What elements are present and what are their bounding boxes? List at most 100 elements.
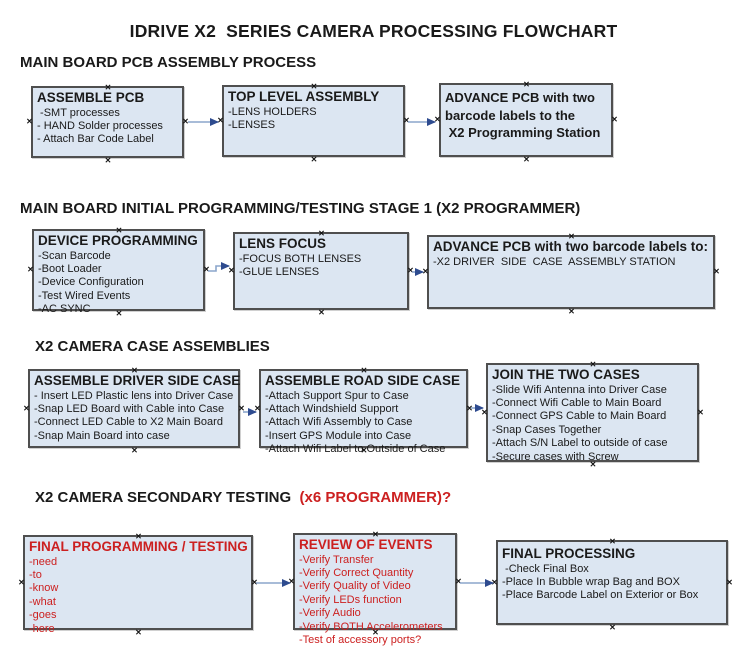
- section-heading-pcb-assembly: MAIN BOARD PCB ASSEMBLY PROCESS: [20, 54, 317, 71]
- connection-point-icon: [22, 402, 31, 411]
- box-title: ASSEMBLE DRIVER SIDE CASE: [34, 373, 241, 388]
- box-item: -Attach Wifi Label to Outside of Case: [265, 443, 446, 456]
- box-item: -know: [29, 582, 59, 595]
- box-item: -here: [29, 622, 55, 635]
- flow-box-assemble-road-side-case: ASSEMBLE ROAD SIDE CASE -Attach Support …: [259, 369, 468, 455]
- box-item: -Scan Barcode: [38, 249, 111, 262]
- connection-point-icon: [589, 358, 598, 367]
- box-item: -LENSES: [228, 118, 276, 131]
- flow-box-advance-pcb-driver-side-station: ADVANCE PCB with two barcode labels to: …: [427, 235, 715, 309]
- box-item: -Slide Wifi Antenna into Driver Case: [492, 383, 667, 396]
- connection-point-icon: [608, 621, 617, 630]
- connection-point-icon: [522, 153, 531, 162]
- box-item: -FOCUS BOTH LENSES: [239, 252, 362, 265]
- connection-point-icon: [433, 113, 442, 122]
- connection-point-icon: [134, 530, 143, 539]
- box-title: ADVANCE PCB with two barcode labels to:: [433, 239, 709, 254]
- box-line: ADVANCE PCB with two: [445, 90, 595, 105]
- connection-point-icon: [216, 114, 225, 123]
- connection-point-icon: [253, 402, 262, 411]
- box-item: -Snap Cases Together: [492, 423, 602, 436]
- box-items: -Scan Barcode -Boot Loader -Device Confi…: [38, 250, 200, 317]
- box-item: - Attach Bar Code Label: [37, 133, 154, 146]
- box-item: -Verify Transfer: [299, 553, 374, 566]
- box-item: -Insert GPS Module into Case: [265, 429, 412, 442]
- box-item: -Attach S/N Label to outside of case: [492, 437, 668, 450]
- connection-point-icon: [522, 78, 531, 87]
- box-item: -Verify BOTH Accelerometers: [299, 620, 443, 633]
- connection-point-icon: [130, 444, 139, 453]
- box-item: -Connect Wifi Cable to Main Board: [492, 396, 662, 409]
- flow-box-assemble-pcb: ASSEMBLE PCB -SMT processes - HAND Solde…: [31, 86, 184, 158]
- connection-point-icon: [421, 265, 430, 274]
- box-item: -Attach Support Spur to Case: [265, 389, 409, 402]
- connection-point-icon: [567, 230, 576, 239]
- box-item: -GLUE LENSES: [239, 265, 320, 278]
- connection-point-icon: [17, 576, 26, 585]
- box-title: DEVICE PROGRAMMING: [38, 233, 198, 248]
- connection-point-icon: [26, 263, 35, 272]
- connection-point-icon: [725, 576, 734, 585]
- box-items: -need -to -know -what -goes -here: [29, 556, 248, 636]
- page-title: IDRIVE X2 SERIES CAMERA PROCESSING FLOWC…: [129, 21, 618, 41]
- flow-box-join-the-two-cases: JOIN THE TWO CASES -Slide Wifi Antenna i…: [486, 363, 699, 464]
- connection-point-icon: [371, 528, 380, 537]
- box-items: -Slide Wifi Antenna into Driver Case -Co…: [492, 384, 694, 464]
- section-heading-secondary-testing-red: (x6 PROGRAMMER)?: [299, 489, 452, 506]
- box-item: -Verify Correct Quantity: [299, 566, 414, 579]
- box-item: -Connect GPS Cable to Main Board: [492, 410, 667, 423]
- connection-point-icon: [360, 364, 369, 373]
- box-items: -SMT processes - HAND Solder processes -…: [37, 107, 179, 147]
- box-title: ASSEMBLE ROAD SIDE CASE: [265, 373, 461, 388]
- box-item: -goes: [29, 609, 57, 622]
- flow-box-top-level-assembly: TOP LEVEL ASSEMBLY -LENS HOLDERS -LENSES: [222, 85, 405, 157]
- box-item: -Device Configuration: [38, 276, 144, 289]
- connection-point-icon: [402, 114, 411, 123]
- connection-point-icon: [567, 305, 576, 314]
- connection-point-icon: [202, 263, 211, 272]
- connection-point-icon: [250, 576, 259, 585]
- box-item: -Snap Main Board into case: [34, 429, 170, 442]
- connection-point-icon: [310, 80, 319, 89]
- box-line: barcode labels to the: [445, 107, 576, 123]
- flow-box-final-processing: FINAL PROCESSING -Check Final Box -Place…: [496, 540, 728, 625]
- connection-point-icon: [115, 224, 124, 233]
- box-title: LENS FOCUS: [239, 236, 327, 251]
- connection-point-icon: [104, 154, 113, 163]
- connection-point-icon: [406, 264, 415, 273]
- connection-point-icon: [25, 115, 34, 124]
- box-item: -Verify Audio: [299, 607, 361, 620]
- box-item: - Insert LED Plastic lens into Driver Ca…: [34, 389, 234, 402]
- box-item: -Test Wired Events: [38, 289, 131, 302]
- box-title: FINAL PROGRAMMING / TESTING: [29, 539, 248, 554]
- box-item: -what: [29, 595, 56, 608]
- box-item: -Place Barcode Label on Exterior or Box: [502, 589, 699, 602]
- box-item: -LENS HOLDERS: [228, 105, 317, 118]
- connection-point-icon: [480, 406, 489, 415]
- box-item: -Boot Loader: [38, 262, 102, 275]
- connection-point-icon: [465, 402, 474, 411]
- connection-point-icon: [610, 113, 619, 122]
- box-item: -AC SYNC: [38, 303, 91, 316]
- box-title: ASSEMBLE PCB: [37, 90, 145, 105]
- connection-point-icon: [287, 575, 296, 584]
- box-title: FINAL PROCESSING: [502, 546, 636, 561]
- flow-box-final-programming-testing: FINAL PROGRAMMING / TESTING -need -to -k…: [23, 535, 253, 635]
- box-item: -Test of accessory ports?: [299, 633, 422, 646]
- box-item: -to: [29, 568, 42, 581]
- box-item: -Verify LEDs function: [299, 593, 402, 606]
- box-item: -Place In Bubble wrap Bag and BOX: [502, 575, 680, 588]
- box-items: -X2 DRIVER SIDE CASE ASSEMBLY STATION: [433, 256, 710, 269]
- box-item: -Snap LED Board with Cable into Case: [34, 402, 225, 415]
- flow-box-lens-focus: LENS FOCUS -FOCUS BOTH LENSES -GLUE LENS…: [233, 232, 409, 310]
- box-item: -Secure cases with Screw: [492, 450, 619, 463]
- connection-point-icon: [104, 81, 113, 90]
- section-heading-case-assemblies: X2 CAMERA CASE ASSEMBLIES: [35, 338, 270, 355]
- box-item: -Attach Windshield Support: [265, 402, 399, 415]
- flow-box-device-programming: DEVICE PROGRAMMING -Scan Barcode -Boot L…: [32, 229, 205, 315]
- connection-point-icon: [130, 364, 139, 373]
- connection-point-icon: [181, 115, 190, 124]
- connection-point-icon: [317, 227, 326, 236]
- box-item: -Verify Quality of Video: [299, 580, 411, 593]
